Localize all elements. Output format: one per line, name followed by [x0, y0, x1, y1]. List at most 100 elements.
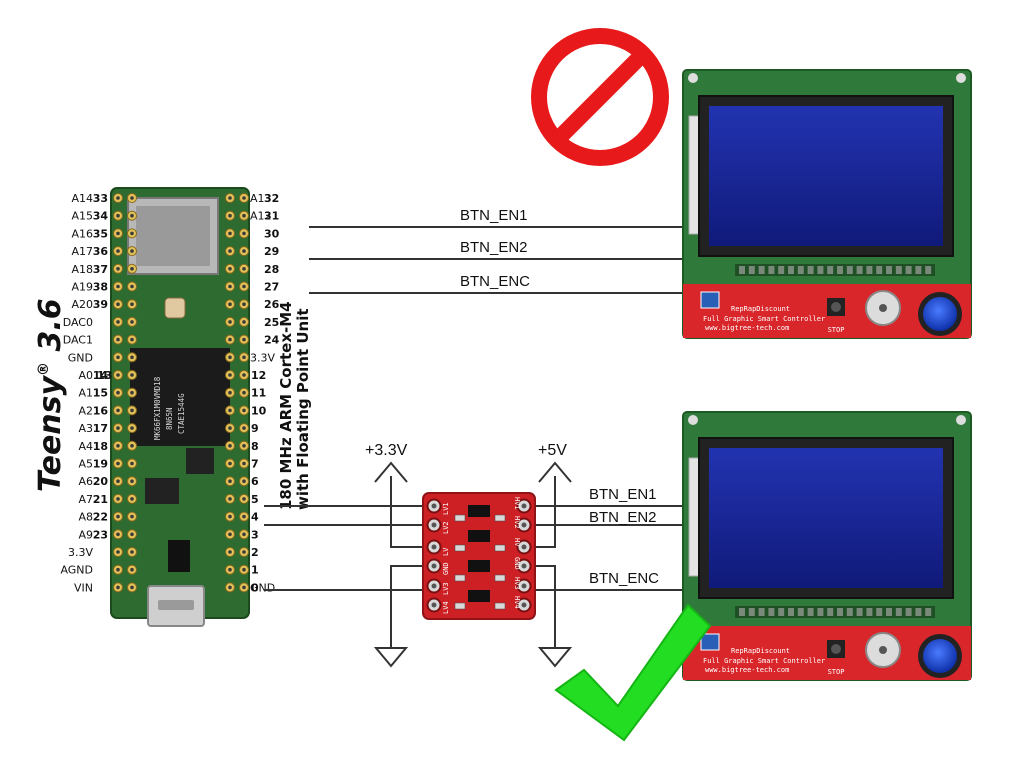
mosfet [468, 530, 490, 542]
pin-hole-center [116, 514, 120, 519]
pin-number-right-b: 27 [264, 281, 279, 294]
lcd-header-pin [817, 266, 824, 274]
resistor [454, 574, 466, 582]
pin-number-right: 6 [251, 475, 259, 488]
pin-number-right: 4 [251, 511, 259, 524]
pin-hole-center [228, 302, 232, 307]
signal-label-bottom-btn-en2: BTN_EN2 [589, 509, 657, 526]
lcd-controller-top: 12864RepRapDiscountFull Graphic Smart Co… [682, 69, 972, 339]
lcd-header-pin [739, 266, 745, 274]
pin-hole-center [116, 320, 120, 324]
pin-label-left: AGND [60, 564, 93, 577]
pin-label-left: A17 [71, 245, 93, 258]
pin-hole-center [130, 585, 134, 590]
pin-hole-center [116, 426, 120, 430]
pin-hole-center [116, 497, 120, 501]
pin-hole-center [228, 196, 232, 200]
green-checkmark-icon [554, 603, 712, 742]
wire-hv-ground [527, 565, 556, 648]
chip-line-3: CTAE1544G [177, 393, 186, 434]
pin-hole-center [242, 461, 246, 466]
ground-arrow-right-icon [537, 647, 573, 668]
pin-hole-center [228, 426, 232, 430]
pin-hole-center [116, 585, 120, 590]
pin-hole-center [228, 355, 232, 360]
small-chip [186, 448, 214, 474]
resistor [454, 514, 466, 522]
pin-number-left: 19 [93, 458, 108, 471]
pin-hole-center [130, 337, 134, 342]
pin-number-right: 9 [251, 422, 259, 435]
shifter-pin-label-right: HV1 [513, 497, 521, 510]
pin-number-left: 37 [93, 263, 108, 276]
pin-hole-center [228, 213, 232, 218]
resistor [494, 602, 506, 610]
lcd-url-label: www.bigtree-tech.com [705, 324, 789, 332]
prohibited-sign-icon [531, 28, 669, 166]
pin-label-left: A6 [78, 475, 93, 488]
pin-number-right: 2 [251, 546, 259, 559]
pin-label-left: A3 [78, 422, 93, 435]
pin-hole-center [130, 373, 134, 377]
pin-label-left: A5 [78, 458, 93, 471]
pin-hole-center [242, 213, 246, 218]
pin-hole-center [116, 284, 120, 289]
lcd-header-pin [778, 608, 785, 616]
lcd-header-pin [758, 608, 765, 616]
usb-port [158, 600, 194, 610]
pin-number-left: 34 [93, 210, 109, 223]
pin-number-right: 8 [251, 440, 259, 453]
pin-label-left: A18 [71, 263, 93, 276]
lcd-header-pin [837, 608, 843, 616]
level-shifter-board [422, 492, 536, 620]
shifter-pin-label-right: GND [513, 557, 521, 570]
pin-number-right: 3 [251, 528, 259, 541]
pin-hole-center [228, 408, 232, 413]
signal-label-top-btn-en2: BTN_EN2 [460, 239, 528, 256]
lcd-header-pin [915, 266, 922, 274]
pin-number-left: 20 [93, 475, 109, 488]
pin-hole-center [242, 284, 246, 289]
shifter-pin-label-left: LV [442, 547, 450, 556]
wire-lv-ground [390, 565, 432, 648]
teensy-spec-line-1: 180 MHz ARM Cortex-M4 [277, 301, 295, 510]
pin-hole-center [242, 444, 246, 448]
pin-hole-center [130, 479, 134, 484]
lcd-header-pin [866, 608, 873, 616]
lcd-header-pin [778, 266, 785, 274]
shifter-pin-hole-center [521, 602, 527, 608]
pin-hole-center [116, 532, 120, 537]
pin-hole-center [116, 408, 120, 413]
pin-hole-center [228, 337, 232, 342]
pin-label-left: A9 [78, 528, 93, 541]
pin-hole-center [242, 567, 246, 572]
pin-label-right: A13 [250, 192, 272, 205]
lcd-header-pin [807, 608, 814, 616]
buzzer-hole [879, 646, 887, 654]
prohibited-ring [531, 28, 669, 166]
pin-hole-center [130, 320, 134, 324]
pin-holes [113, 193, 249, 593]
lcd-header-pin [925, 266, 932, 274]
pin-label-left: A1 [78, 387, 93, 400]
pin-label-right: A12 [250, 210, 272, 223]
pin-label-left: A16 [71, 227, 93, 240]
pin-label-right: 3.3V [250, 351, 275, 364]
resistor [494, 574, 506, 582]
pin-label-left: DAC0 [63, 316, 93, 329]
resistor [494, 544, 506, 552]
lcd-header-pin [788, 608, 794, 616]
stop-button-cap [831, 302, 841, 312]
lcd-header-pin [886, 608, 892, 616]
lcd-header-pin [758, 266, 765, 274]
pin-number-left: 15 [93, 387, 108, 400]
pin-hole-center [228, 320, 232, 324]
pin-number-right: 1 [251, 564, 259, 577]
pin-hole-center [116, 390, 120, 395]
pin-hole-center [228, 514, 232, 519]
pin-hole-center [228, 532, 232, 537]
pin-number-right: 10 [251, 404, 267, 417]
lcd-header-pin [895, 266, 902, 274]
pin-hole-center [242, 373, 246, 377]
pin-hole-center [242, 231, 246, 236]
